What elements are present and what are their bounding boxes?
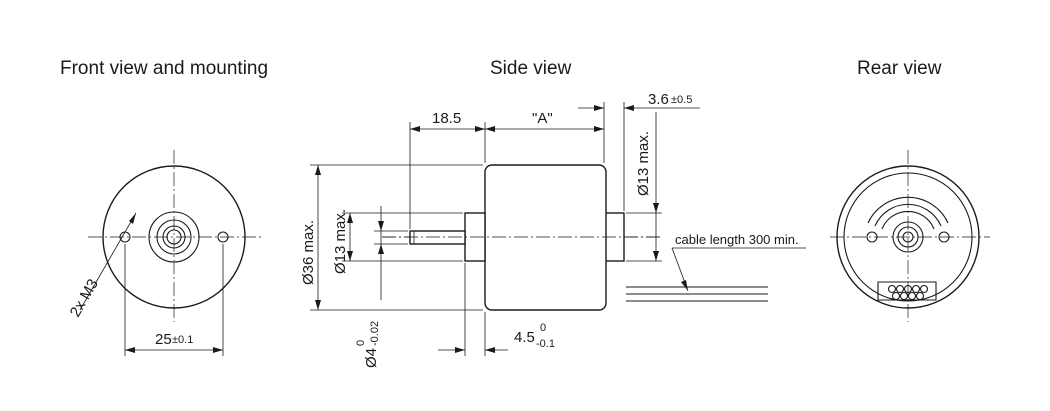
boss-length-arrow-right bbox=[485, 347, 495, 353]
connector-pin-6 bbox=[891, 291, 901, 301]
shaft-length-value: 18.5 bbox=[432, 110, 461, 127]
front-view: 2x M3 25 ±0.1 bbox=[67, 150, 262, 356]
shaft-length-arrow-left bbox=[410, 126, 420, 132]
rear-boss-dia-label: Ø13 max. bbox=[635, 131, 652, 196]
hole-spacing-arrow-left bbox=[125, 347, 135, 353]
rear-offset-value: 3.6 bbox=[648, 91, 669, 108]
connector-pin-2 bbox=[895, 284, 905, 294]
rear-hole-right bbox=[938, 231, 950, 243]
shaft-dia-tol-lower: -0.02 bbox=[369, 321, 381, 346]
body-length-arrow-left bbox=[485, 126, 495, 132]
body-dia-arrow-bottom bbox=[315, 300, 321, 310]
hole-spacing-value: 25 bbox=[155, 331, 172, 348]
rear-boss-outer bbox=[892, 221, 924, 253]
body-length-value: "A" bbox=[532, 110, 553, 127]
front-boss-outer bbox=[148, 211, 200, 263]
rear-body-inner-ring bbox=[843, 172, 973, 302]
mount-hole-label: 2x M3 bbox=[67, 276, 102, 320]
rear-arc-slot-outer-1 bbox=[867, 196, 949, 224]
connector-pin-5 bbox=[919, 284, 929, 294]
shaft-dia-arrow-top bbox=[378, 221, 384, 231]
boss-length-tol-upper: 0 bbox=[540, 322, 546, 334]
front-shaft bbox=[166, 229, 182, 245]
rear-offset-arrow-right bbox=[624, 105, 634, 111]
connector-pin-4 bbox=[911, 284, 921, 294]
rear-offset-arrow-left bbox=[594, 105, 604, 111]
front-boss-arrow-bottom bbox=[347, 251, 353, 261]
rear-view bbox=[830, 150, 990, 322]
front-boss-arrow-top bbox=[347, 213, 353, 223]
hole-spacing-tolerance: ±0.1 bbox=[172, 334, 193, 346]
front-view-title: Front view and mounting bbox=[60, 58, 268, 79]
connector-pin-3 bbox=[903, 284, 913, 294]
shaft-dia-arrow-bottom bbox=[378, 244, 384, 254]
shaft-length-arrow-right bbox=[475, 126, 485, 132]
motor-shaft bbox=[409, 230, 466, 245]
front-boss-inner bbox=[162, 225, 186, 249]
rear-shaft bbox=[902, 231, 914, 243]
boss-length-value: 4.5 bbox=[514, 329, 535, 346]
mount-hole-leader bbox=[79, 212, 137, 311]
shaft-dia-label: Ø4 bbox=[363, 348, 380, 368]
rear-offset-tolerance: ±0.5 bbox=[671, 94, 692, 106]
side-view: 18.5 "A" 3.6 ±0.5 Ø13 max. Ø36 max. bbox=[300, 91, 806, 368]
shaft-dia-tol-upper: 0 bbox=[355, 340, 367, 346]
connector-pin-1 bbox=[887, 284, 897, 294]
hole-spacing-arrow-right bbox=[213, 347, 223, 353]
connector-pin-7 bbox=[899, 291, 909, 301]
rear-boss-arrow-bottom bbox=[653, 251, 659, 261]
rear-arc-slot-inner bbox=[881, 210, 935, 230]
body-dia-arrow-top bbox=[315, 165, 321, 175]
body-dia-label: Ø36 max. bbox=[300, 220, 317, 285]
connector-pin-9 bbox=[915, 291, 925, 301]
mounting-hole-right bbox=[217, 231, 229, 243]
boss-length-tol-lower: -0.1 bbox=[536, 338, 555, 350]
rear-body-outline bbox=[836, 165, 980, 309]
side-view-title: Side view bbox=[490, 58, 572, 79]
rear-view-title: Rear view bbox=[857, 58, 942, 79]
cable-note-arrow bbox=[681, 280, 688, 291]
rear-connector bbox=[877, 281, 937, 301]
mount-hole-leader-arrow bbox=[129, 213, 136, 224]
front-boss-dia-label: Ø13 max. bbox=[332, 209, 349, 274]
front-boss-ring bbox=[156, 219, 192, 255]
front-body-outline bbox=[102, 165, 246, 309]
rear-arc-slot-outer-2 bbox=[874, 203, 942, 227]
connector-pin-8 bbox=[907, 291, 917, 301]
rear-boss-arrow-top bbox=[653, 203, 659, 213]
rear-hole-left bbox=[866, 231, 878, 243]
motor-body bbox=[484, 164, 607, 311]
boss-length-arrow-left bbox=[455, 347, 465, 353]
cable-length-note: cable length 300 min. bbox=[675, 232, 799, 247]
body-length-arrow-right bbox=[594, 126, 604, 132]
rear-boss-ring bbox=[897, 226, 919, 248]
